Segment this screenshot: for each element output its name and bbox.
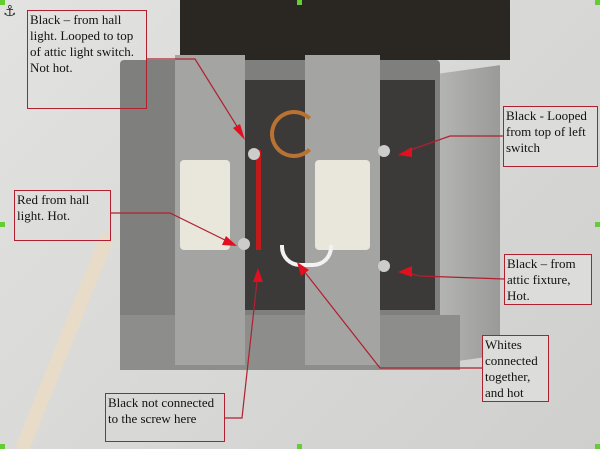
arrowhead-icon (233, 124, 245, 140)
callout-black-looped: Black - Looped from top of left switch (503, 106, 598, 167)
callout-text: Black not connected to the screw here (108, 395, 215, 426)
callout-black-not-connected: Black not connected to the screw here (105, 393, 225, 442)
screw (238, 238, 250, 250)
leader-line (401, 271, 505, 280)
arrowhead-icon (253, 268, 263, 282)
callout-black-from-hall-light: Black – from hall light. Looped to top o… (27, 10, 147, 109)
resize-handle[interactable] (0, 222, 5, 227)
ceiling-opening (180, 0, 510, 60)
red-wire (256, 150, 261, 250)
resize-handle[interactable] (297, 444, 302, 449)
arrowhead-icon (398, 147, 412, 157)
resize-handle[interactable] (595, 444, 600, 449)
callout-text: Whites connected together, and hot (485, 337, 538, 400)
callout-red-from-hall-light: Red from hall light. Hot. (14, 190, 111, 241)
resize-handle[interactable] (595, 0, 600, 5)
leader-line (110, 212, 234, 245)
left-switch-toggle (180, 160, 230, 250)
callout-black-from-attic-fixture: Black – from attic fixture, Hot. (504, 254, 592, 305)
arrowhead-icon (222, 236, 237, 246)
callout-text: Black – from attic fixture, Hot. (507, 256, 576, 303)
screw (248, 148, 260, 160)
resize-handle[interactable] (595, 222, 600, 227)
leader-line (401, 135, 503, 154)
resize-handle[interactable] (0, 0, 5, 5)
callout-text: Black – from hall light. Looped to top o… (30, 12, 134, 75)
callout-text: Black - Looped from top of left switch (506, 108, 587, 155)
anchor-icon[interactable]: ⚓ (3, 2, 17, 20)
leader-line (224, 271, 259, 419)
screw (378, 145, 390, 157)
resize-handle[interactable] (0, 444, 5, 449)
leader-line (146, 58, 244, 137)
callout-text: Red from hall light. Hot. (17, 192, 90, 223)
conduit-pipe (15, 232, 115, 449)
leader-line (299, 265, 482, 369)
resize-handle[interactable] (297, 0, 302, 5)
callout-whites-connected: Whites connected together, and hot (482, 335, 549, 402)
copper-wire (270, 110, 318, 158)
screw (378, 260, 390, 272)
right-switch-toggle (315, 160, 370, 250)
arrowhead-icon (297, 262, 309, 276)
arrowhead-icon (398, 266, 412, 277)
